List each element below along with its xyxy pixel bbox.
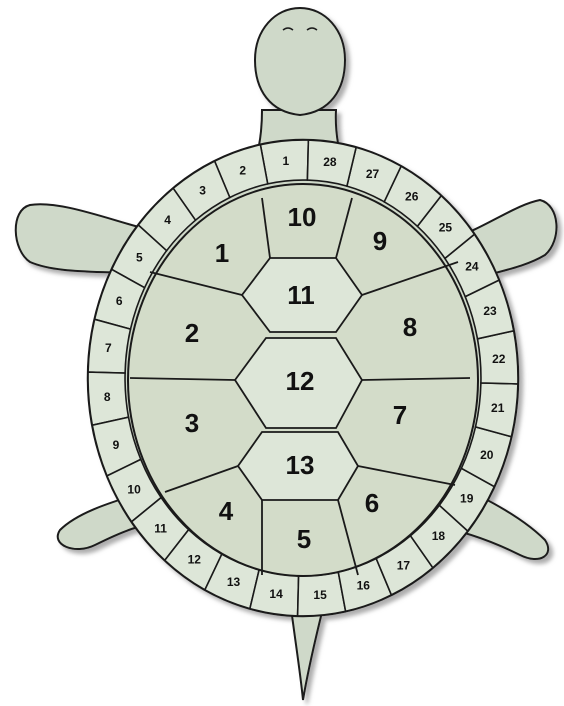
marginal-label: 11	[154, 521, 167, 535]
marginal-label: 17	[397, 558, 411, 572]
scute-label-3: 3	[185, 408, 199, 438]
scute-label-7: 7	[393, 400, 407, 430]
scute-label-12: 12	[286, 366, 315, 396]
marginal-label: 8	[104, 390, 111, 404]
scute-label-5: 5	[297, 524, 311, 554]
marginal-label: 15	[313, 588, 327, 602]
marginal-label: 4	[164, 213, 171, 227]
marginal-label: 21	[491, 401, 505, 415]
marginal-label: 2	[239, 164, 246, 178]
marginal-label: 24	[465, 260, 479, 274]
marginal-label: 26	[405, 189, 419, 203]
marginal-label: 23	[483, 304, 497, 318]
marginal-label: 14	[269, 587, 283, 601]
scute-label-13: 13	[286, 450, 315, 480]
marginal-label: 12	[188, 553, 202, 567]
marginal-label: 20	[480, 448, 494, 462]
marginal-label: 3	[199, 184, 206, 198]
marginal-label: 22	[492, 352, 506, 366]
scute-label-10: 10	[288, 202, 317, 232]
marginal-label: 27	[366, 167, 380, 181]
head	[255, 8, 345, 115]
marginal-label: 13	[227, 575, 241, 589]
marginal-label: 9	[113, 438, 120, 452]
scute-label-8: 8	[403, 312, 417, 342]
scute-label-1: 1	[215, 238, 229, 268]
scute-label-4: 4	[219, 496, 234, 526]
scute-label-6: 6	[365, 488, 379, 518]
marginal-label: 6	[116, 294, 123, 308]
marginal-label: 1	[283, 154, 290, 168]
marginal-label: 16	[357, 579, 371, 593]
scute-label-11: 11	[287, 280, 315, 310]
marginal-label: 5	[136, 251, 143, 265]
marginal-label: 18	[432, 529, 446, 543]
marginal-label: 7	[105, 341, 112, 355]
marginal-label: 28	[323, 155, 337, 169]
scute-label-9: 9	[373, 226, 387, 256]
marginal-label: 10	[127, 482, 141, 496]
marginal-label: 25	[439, 221, 453, 235]
marginal-label: 19	[460, 492, 474, 506]
scute-label-2: 2	[185, 318, 199, 348]
